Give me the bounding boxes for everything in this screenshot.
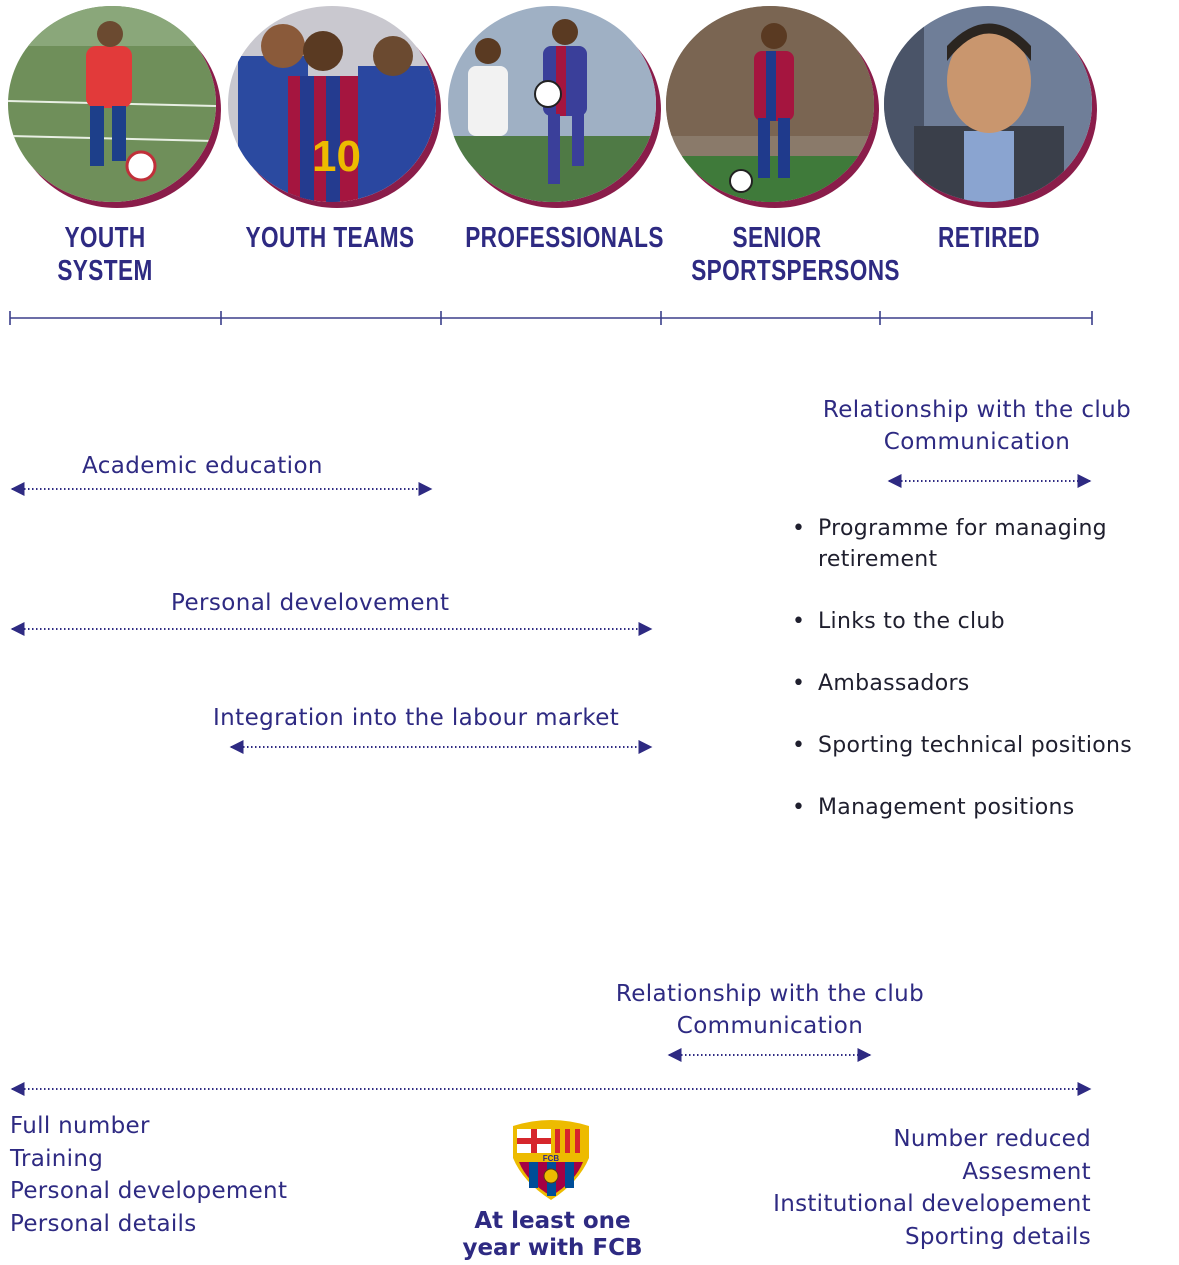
list-item: Links to the club: [790, 606, 1179, 637]
lower-relationship-heading: Relationship with the club Communication: [595, 978, 945, 1042]
list-item: Assesment: [962, 1158, 1091, 1185]
fcb-crest-icon: FCB: [513, 1120, 589, 1200]
lower-heading-line2: Communication: [676, 1013, 864, 1039]
list-item: Sporting technical positions: [790, 730, 1179, 761]
stage-label-retired: RETIRED: [937, 222, 1041, 254]
list-item: Institutional developement: [773, 1191, 1091, 1217]
list-item: Personal details: [10, 1210, 197, 1237]
list-item: Personal developement: [10, 1178, 288, 1204]
list-item: Sporting details: [904, 1223, 1091, 1250]
retired-bullet-list: Programme for managing retirement Links …: [790, 513, 1179, 854]
fcb-note-line1: At least one: [474, 1208, 631, 1234]
retired-heading-line1: Relationship with the club: [822, 397, 1132, 423]
list-item: Full number: [10, 1113, 150, 1139]
retired-heading-line2: Communication: [883, 429, 1071, 455]
youth-teams-photo: 10: [228, 6, 436, 202]
lower-left-list: Full number Training Personal developeme…: [10, 1110, 287, 1240]
timeline-axis: [9, 311, 1093, 325]
list-item: Management positions: [790, 792, 1179, 823]
list-item: Number reduced: [893, 1126, 1091, 1152]
stage-label-professionals: PROFESSIONALS: [465, 222, 664, 254]
list-item: Ambassadors: [790, 668, 1179, 699]
fcb-duration-note: At least one year with FCB: [430, 1208, 675, 1262]
svg-text:10: 10: [312, 132, 361, 181]
academic-education-label: Academic education: [82, 453, 323, 479]
crest-text: FCB: [543, 1154, 560, 1163]
personal-develovement-label: Personal develovement: [171, 590, 450, 616]
senior-sportspersons-photo: [666, 6, 874, 202]
list-item: Programme for managing retirement: [790, 513, 1148, 575]
labour-market-label: Integration into the labour market: [213, 705, 620, 731]
stage-label-youth-teams: YOUTH TEAMS: [245, 222, 415, 254]
lower-heading-line1: Relationship with the club: [615, 981, 925, 1007]
retired-relationship-heading: Relationship with the club Communication: [802, 394, 1152, 458]
lower-right-list: Number reduced Assesment Institutional d…: [773, 1123, 1091, 1253]
fcb-note-line2: year with FCB: [462, 1235, 643, 1261]
list-item: Training: [10, 1145, 104, 1172]
stage-label-youth-system: YOUTH SYSTEM: [57, 222, 153, 287]
